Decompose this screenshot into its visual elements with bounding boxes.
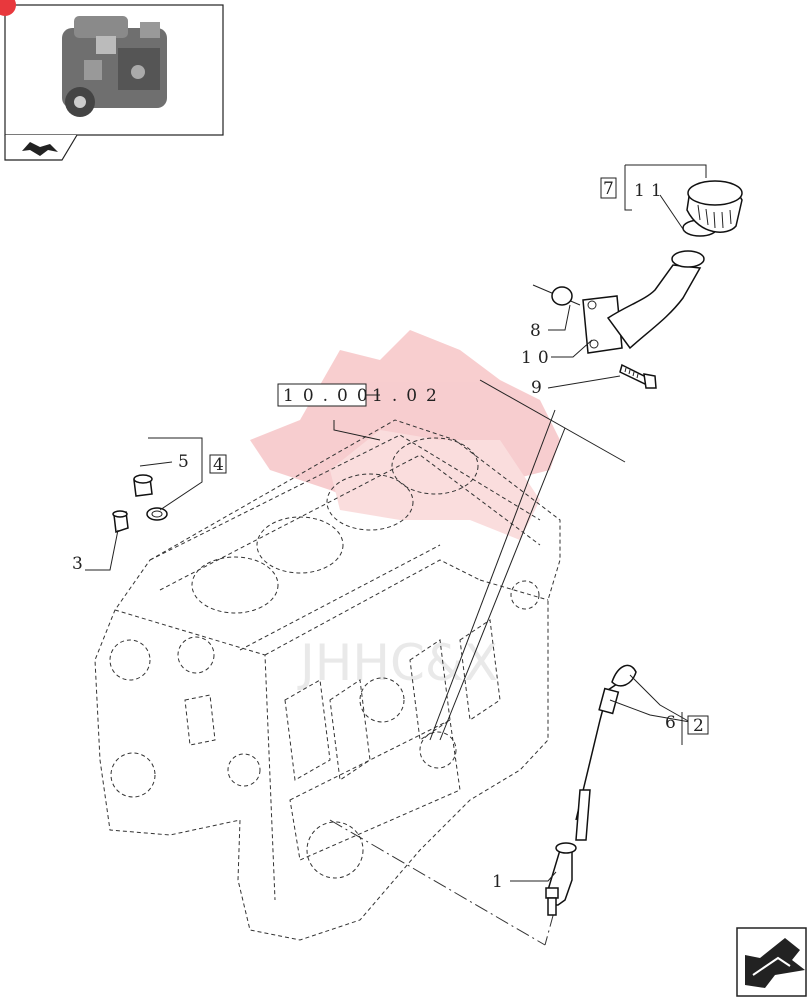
engine-block-phantom (94, 419, 561, 941)
callout-1: 1 (492, 872, 509, 892)
callout-5: 5 (178, 452, 195, 472)
part-11-filler-cap (682, 180, 743, 237)
engine-thumbnail-icon (62, 16, 167, 117)
part-1-dipstick-tube (545, 842, 577, 916)
reference-link-10-00-1-02[interactable]: 10.00 1.02 (277, 383, 446, 407)
part-5-plug-and-washer (133, 474, 168, 521)
part-6-dipstick (575, 664, 637, 841)
prev-page-arrow-icon[interactable] (22, 142, 58, 156)
leader-lines (85, 164, 707, 882)
callout-3: 3 (72, 554, 89, 574)
callout-2: 2 (693, 716, 710, 736)
part-10-filler-pipe (582, 250, 705, 354)
corner-badge-icon (0, 0, 16, 16)
reference-suffix: 1.02 (372, 386, 446, 406)
callout-4: 4 (213, 455, 230, 475)
callout-4-box[interactable]: 4 (209, 454, 230, 475)
reference-prefix: 10.00 (283, 386, 377, 406)
watermark-text: JHHC&X (297, 634, 498, 692)
callout-10: 10 (521, 348, 555, 368)
callout-9: 9 (531, 378, 548, 398)
callout-11: 11 (634, 181, 668, 201)
callout-6: 6 (665, 713, 682, 733)
callout-7-box[interactable]: 7 (600, 177, 620, 199)
part-3-plug (112, 510, 129, 534)
part-9-bolt (619, 363, 657, 389)
guide-lines (329, 284, 626, 946)
watermark-logo: JHHC&X (250, 330, 560, 692)
part-8-o-ring (551, 286, 573, 306)
callout-8: 8 (530, 321, 547, 341)
callout-7: 7 (603, 179, 620, 199)
callouts: 1 3 5 4 6 2 7 11 8 10 9 (72, 165, 710, 892)
callout-2-box[interactable]: 2 (687, 715, 710, 736)
engine-thumbnail-panel[interactable] (0, 0, 224, 161)
next-page-arrow-icon[interactable] (736, 927, 807, 997)
